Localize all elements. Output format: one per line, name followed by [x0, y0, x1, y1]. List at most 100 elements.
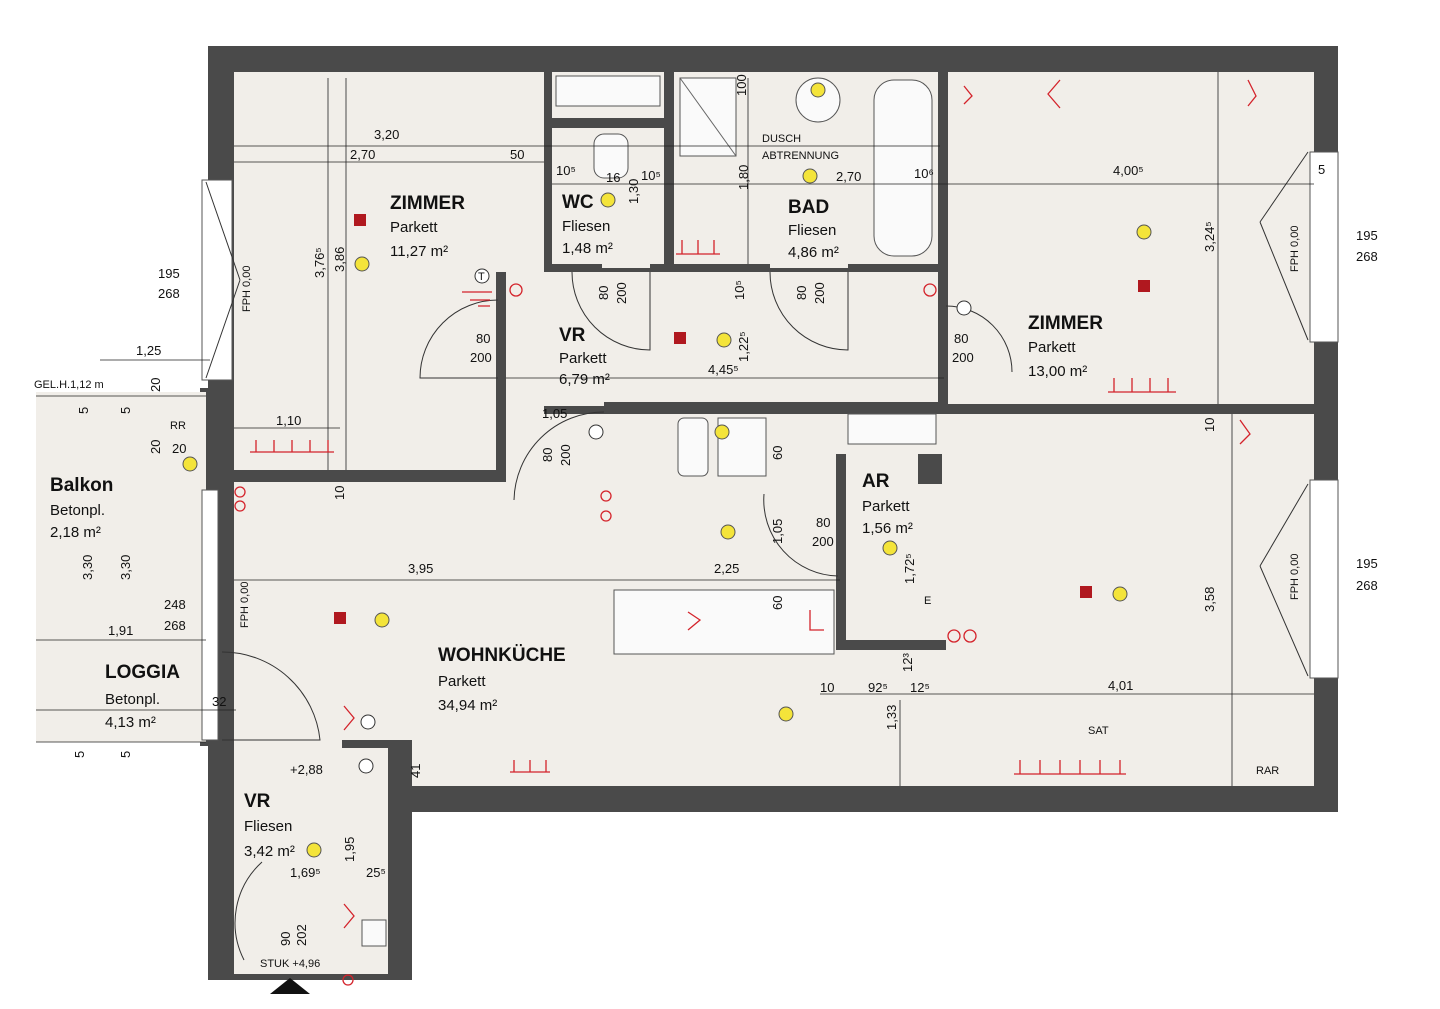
svg-text:12³: 12³ — [900, 653, 915, 672]
svg-text:34,94 m²: 34,94 m² — [438, 697, 497, 714]
room-zimmer-left: ZIMMER Parkett 11,27 m² — [390, 193, 465, 260]
floor-zimmer-left — [234, 72, 544, 470]
svg-text:4,45⁵: 4,45⁵ — [708, 362, 739, 377]
svg-text:FPH 0,00: FPH 0,00 — [241, 266, 253, 312]
svg-text:16: 16 — [606, 170, 620, 185]
svg-text:3,95: 3,95 — [408, 561, 433, 576]
svg-text:32: 32 — [212, 694, 226, 709]
svg-text:Betonpl.: Betonpl. — [50, 502, 105, 519]
svg-text:VR: VR — [559, 325, 586, 346]
door-swings — [205, 151, 1309, 961]
svg-text:200: 200 — [470, 350, 492, 365]
svg-text:80: 80 — [816, 515, 830, 530]
svg-text:WC: WC — [562, 192, 594, 213]
svg-text:RR: RR — [170, 420, 186, 432]
svg-text:60: 60 — [770, 446, 785, 460]
svg-text:1,95: 1,95 — [342, 837, 357, 862]
svg-text:Parkett: Parkett — [438, 673, 486, 690]
svg-text:80: 80 — [596, 286, 611, 300]
svg-text:LOGGIA: LOGGIA — [105, 662, 180, 683]
electrical-symbols — [234, 79, 1257, 986]
svg-text:Balkon: Balkon — [50, 475, 113, 496]
svg-text:4,00⁵: 4,00⁵ — [1113, 163, 1144, 178]
svg-text:2,18 m²: 2,18 m² — [50, 524, 101, 541]
svg-text:200: 200 — [952, 350, 974, 365]
svg-text:3,58: 3,58 — [1202, 587, 1217, 612]
svg-text:1,80: 1,80 — [736, 165, 751, 190]
svg-text:2,25: 2,25 — [714, 561, 739, 576]
svg-text:13,00 m²: 13,00 m² — [1028, 363, 1087, 380]
svg-text:202: 202 — [294, 924, 309, 946]
dimension-texts: 3,20 2,70 50 10⁵ 16 10⁵ 2,70 10⁶ 4,00⁵ 5… — [72, 74, 1378, 946]
svg-text:6,79 m²: 6,79 m² — [559, 371, 610, 388]
room-wc: WC Fliesen 1,48 m² — [562, 192, 613, 257]
svg-text:3,42 m²: 3,42 m² — [244, 843, 295, 860]
svg-text:Fliesen: Fliesen — [788, 222, 836, 239]
svg-text:200: 200 — [614, 282, 629, 304]
room-loggia: LOGGIA Betonpl. 4,13 m² — [105, 662, 180, 731]
svg-text:200: 200 — [812, 282, 827, 304]
svg-text:200: 200 — [812, 534, 834, 549]
svg-text:10⁶: 10⁶ — [914, 166, 934, 181]
svg-text:268: 268 — [164, 618, 186, 633]
room-zimmer-right: ZIMMER Parkett 13,00 m² — [1028, 313, 1103, 380]
svg-text:Betonpl.: Betonpl. — [105, 691, 160, 708]
svg-text:5: 5 — [1318, 162, 1325, 177]
svg-text:20: 20 — [148, 440, 163, 454]
svg-text:80: 80 — [794, 286, 809, 300]
svg-text:1,25: 1,25 — [136, 343, 161, 358]
svg-text:1,33: 1,33 — [884, 705, 899, 730]
svg-text:Fliesen: Fliesen — [244, 818, 292, 835]
sockets — [334, 214, 1150, 624]
svg-text:10⁵: 10⁵ — [556, 163, 576, 178]
svg-text:2,70: 2,70 — [836, 169, 861, 184]
svg-text:FPH 0,00: FPH 0,00 — [1289, 554, 1301, 600]
svg-text:Parkett: Parkett — [559, 350, 607, 367]
svg-text:80: 80 — [476, 331, 490, 346]
svg-text:Parkett: Parkett — [390, 219, 438, 236]
svg-text:41: 41 — [408, 764, 423, 778]
svg-text:5: 5 — [76, 407, 91, 414]
svg-text:1,91: 1,91 — [108, 623, 133, 638]
svg-text:VR: VR — [244, 791, 271, 812]
room-balkon: Balkon Betonpl. 2,18 m² — [50, 475, 113, 541]
svg-text:BAD: BAD — [788, 197, 829, 218]
floor-balkon — [36, 392, 206, 742]
room-ar: AR Parkett 1,56 m² — [862, 471, 913, 537]
svg-text:60: 60 — [770, 596, 785, 610]
svg-text:20: 20 — [172, 441, 186, 456]
svg-text:50: 50 — [510, 147, 524, 162]
svg-text:SAT: SAT — [1088, 725, 1109, 737]
dimension-lines — [36, 72, 1314, 786]
svg-text:Parkett: Parkett — [1028, 339, 1076, 356]
svg-text:RAR: RAR — [1256, 765, 1279, 777]
svg-text:1,72⁵: 1,72⁵ — [902, 553, 917, 584]
svg-text:10: 10 — [820, 680, 834, 695]
svg-text:25⁵: 25⁵ — [366, 865, 386, 880]
svg-text:268: 268 — [1356, 249, 1378, 264]
entrance-arrow — [270, 978, 310, 994]
svg-text:ABTRENNUNG: ABTRENNUNG — [762, 150, 839, 162]
svg-text:12⁵: 12⁵ — [910, 680, 930, 695]
svg-text:1,56 m²: 1,56 m² — [862, 520, 913, 537]
ceiling-lights — [182, 82, 1152, 858]
svg-text:195: 195 — [1356, 228, 1378, 243]
room-vr-hall: VR Parkett 6,79 m² — [559, 325, 610, 388]
svg-text:3,76⁵: 3,76⁵ — [312, 247, 327, 278]
svg-text:DUSCH: DUSCH — [762, 133, 801, 145]
svg-text:3,86: 3,86 — [332, 247, 347, 272]
svg-text:WOHNKÜCHE: WOHNKÜCHE — [438, 645, 566, 666]
room-bad: BAD Fliesen 4,86 m² — [788, 197, 839, 261]
svg-text:1,30: 1,30 — [626, 179, 641, 204]
svg-text:3,24⁵: 3,24⁵ — [1202, 221, 1217, 252]
svg-text:10⁵: 10⁵ — [732, 280, 747, 300]
svg-text:GEL.H.1,12 m: GEL.H.1,12 m — [34, 379, 104, 391]
svg-text:90: 90 — [278, 932, 293, 946]
svg-text:3,30: 3,30 — [80, 555, 95, 580]
svg-text:1,05: 1,05 — [770, 519, 785, 544]
svg-text:ZIMMER: ZIMMER — [1028, 313, 1103, 334]
svg-text:1,48 m²: 1,48 m² — [562, 240, 613, 257]
svg-text:1,22⁵: 1,22⁵ — [736, 331, 751, 362]
svg-text:AR: AR — [862, 471, 890, 492]
